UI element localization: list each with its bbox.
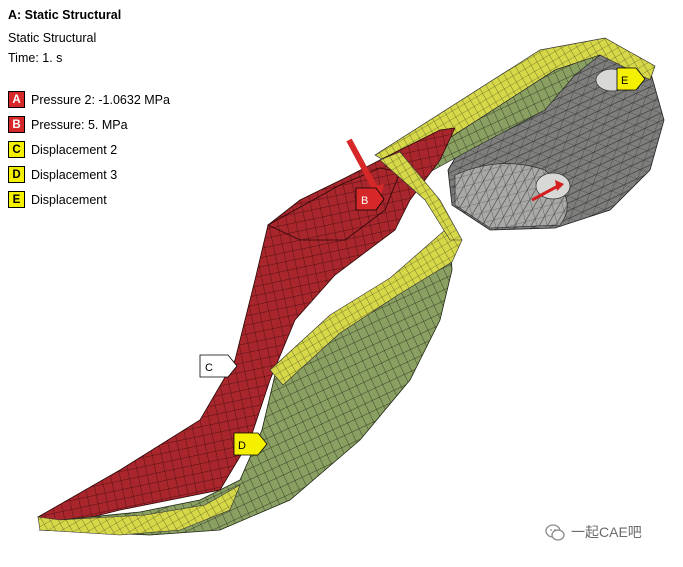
legend-item-c[interactable]: C Displacement 2 — [8, 137, 170, 162]
tag-c-label: C — [205, 362, 213, 374]
legend-label-d: Displacement 3 — [31, 167, 118, 182]
tag-b[interactable]: B — [355, 187, 385, 211]
boundary-condition-legend: A Pressure 2: -1.0632 MPa B Pressure: 5.… — [8, 87, 170, 212]
tag-d-label: D — [238, 440, 246, 452]
legend-label-e: Displacement — [31, 192, 107, 207]
watermark-text: 一起CAE吧 — [571, 524, 642, 540]
legend-item-e[interactable]: E Displacement — [8, 187, 170, 212]
watermark: 一起CAE吧 — [545, 522, 642, 542]
legend-label-b: Pressure: 5. MPa — [31, 117, 128, 132]
analysis-type: Static Structural — [8, 31, 97, 45]
small-pressure-arrow — [531, 184, 559, 202]
wechat-icon — [545, 523, 565, 541]
tag-e[interactable]: E — [616, 67, 646, 91]
legend-swatch-e: E — [8, 191, 25, 208]
tag-c[interactable]: C — [199, 354, 238, 378]
wall-vertical-edge — [379, 151, 463, 241]
time-readout: Time: 1. s — [8, 51, 63, 65]
legend-item-d[interactable]: D Displacement 3 — [8, 162, 170, 187]
small-pressure-arrowhead — [555, 180, 564, 191]
legend-item-a[interactable]: A Pressure 2: -1.0632 MPa — [8, 87, 170, 112]
legend-swatch-d: D — [8, 166, 25, 183]
legend-item-b[interactable]: B Pressure: 5. MPa — [8, 112, 170, 137]
legend-label-c: Displacement 2 — [31, 142, 118, 157]
legend-label-a: Pressure 2: -1.0632 MPa — [31, 92, 170, 107]
analysis-title: A: Static Structural — [8, 8, 122, 22]
tag-d[interactable]: D — [233, 432, 268, 456]
wall-top-edge — [269, 229, 463, 386]
tag-e-label: E — [621, 75, 628, 87]
pressure-arrow — [346, 138, 379, 192]
tag-b-label: B — [361, 195, 368, 207]
legend-swatch-a: A — [8, 91, 25, 108]
pressure-top-face — [267, 167, 401, 241]
legend-swatch-c: C — [8, 141, 25, 158]
legend-swatch-b: B — [8, 116, 25, 133]
bottom-edge — [37, 484, 241, 536]
